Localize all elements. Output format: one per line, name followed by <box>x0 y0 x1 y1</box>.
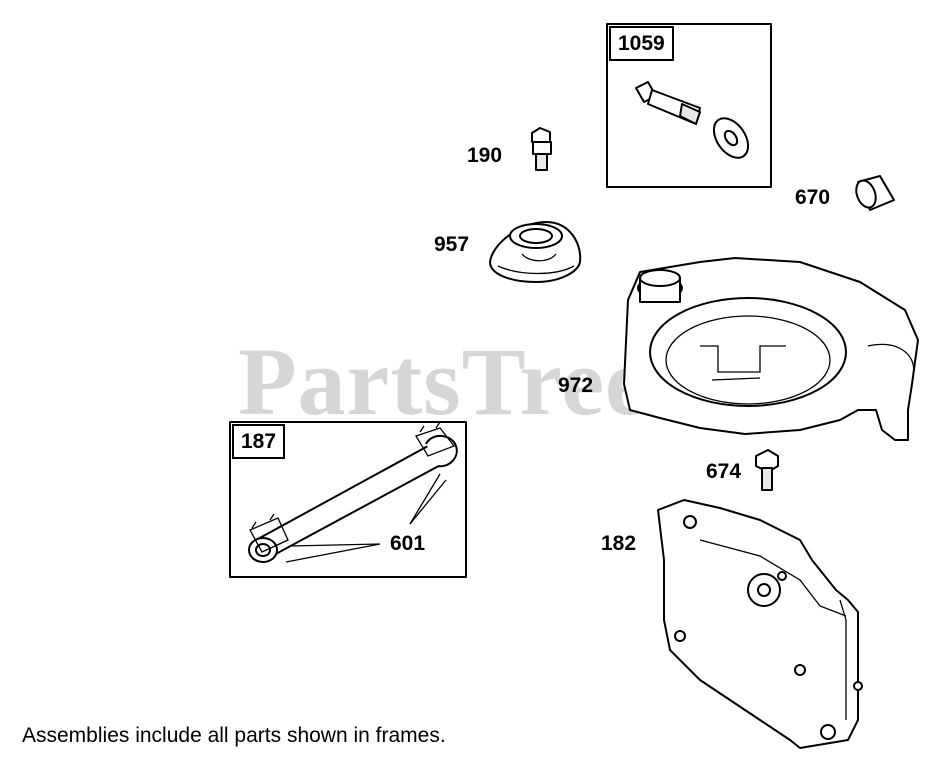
callout-670: 670 <box>795 186 831 209</box>
frame-label-187: 187 <box>232 424 286 459</box>
part-674-bolt[interactable] <box>755 449 779 491</box>
part-957-fuel-cap[interactable] <box>489 221 582 283</box>
part-670-bushing[interactable] <box>853 175 895 211</box>
callout-674: 674 <box>706 460 742 483</box>
part-601-clamps[interactable] <box>249 421 456 553</box>
callout-190: 190 <box>467 144 503 167</box>
frame-1059-border <box>606 23 772 188</box>
part-182-bracket[interactable] <box>657 499 863 749</box>
callout-182: 182 <box>601 532 637 555</box>
callout-601: 601 <box>390 532 426 555</box>
callout-957: 957 <box>434 233 470 256</box>
leader-601-c <box>409 473 441 525</box>
frame-label-1059: 1059 <box>609 26 674 61</box>
part-190-bolt[interactable] <box>531 127 552 171</box>
callout-972: 972 <box>558 374 594 397</box>
leader-601-b <box>289 543 381 547</box>
footnote: Assemblies include all parts shown in fr… <box>22 724 446 747</box>
frame-187-border <box>229 421 467 578</box>
leader-601-a <box>285 543 381 563</box>
leader-601-d <box>409 479 447 525</box>
part-972-fuel-tank[interactable] <box>623 257 919 441</box>
part-1059-bolt-and-washer[interactable] <box>635 81 755 164</box>
